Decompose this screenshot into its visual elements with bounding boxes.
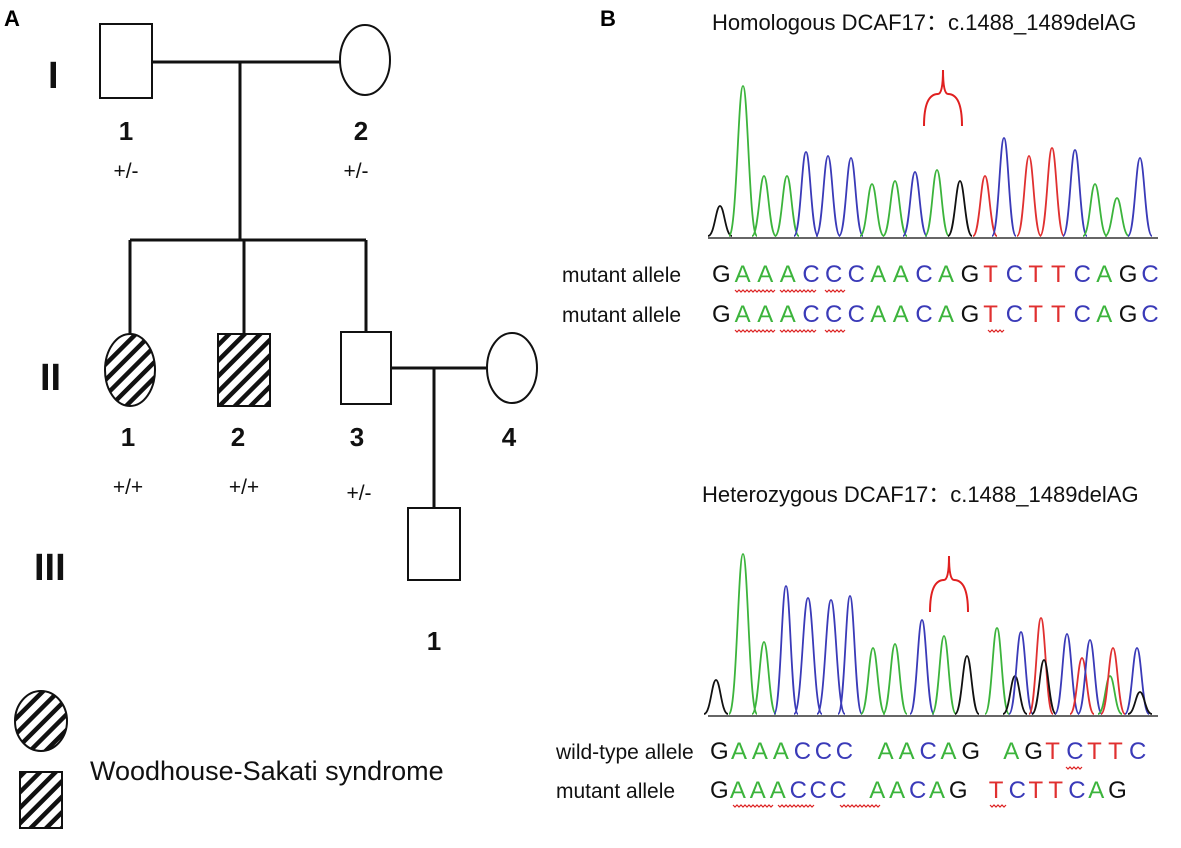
individual-II-1-number: 1 (121, 422, 135, 452)
generation-label-3: III (34, 547, 66, 589)
legend-affected-female-symbol (14, 690, 68, 752)
individual-II-2-genotype: +/+ (229, 476, 259, 499)
panel-a-letter: A (4, 6, 20, 31)
homozygous-allele-label-2: mutant allele (562, 304, 681, 327)
heterozygous-deletion-bracket (929, 555, 969, 613)
spellcheck-underlines (732, 289, 1083, 808)
homozygous-deletion-bracket (923, 69, 963, 127)
heterozygous-allele-label-1: wild-type allele (555, 741, 694, 764)
individual-I-2-genotype: +/- (343, 160, 368, 183)
homozygous-chromatogram (707, 85, 1153, 237)
homozygous-title: Homologous DCAF17：c.1488_1489delAG (712, 10, 1136, 35)
individual-I-1-number: 1 (119, 116, 133, 146)
generation-label-1: I (48, 55, 59, 97)
generation-label-2: II (40, 357, 61, 399)
individual-II-4-number: 4 (502, 422, 517, 452)
individual-II-3-number: 3 (350, 422, 364, 452)
pedigree-lines (128, 60, 486, 508)
legend-affected-male-symbol (19, 771, 63, 829)
individual-I-2-female (339, 24, 391, 96)
heterozygous-allele-label-2: mutant allele (556, 780, 675, 803)
individual-II-1-genotype: +/+ (113, 476, 143, 499)
panel-b-letter: B (600, 6, 616, 31)
heterozygous-chromatogram (703, 553, 1153, 715)
individual-II-3-genotype: +/- (346, 482, 371, 505)
homozygous-allele-label-1: mutant allele (562, 264, 681, 287)
sequencing-panel: B Homologous DCAF17：c.1488_1489delAG Het… (555, 6, 1159, 808)
individual-II-1-affected-female (104, 333, 156, 407)
individual-III-1-male (407, 507, 461, 581)
pedigree-panel: A I II III 1 +/- 2 +/- 1 +/+ 2 +/+ 3 (4, 6, 538, 829)
individual-II-4-female (486, 332, 538, 404)
individual-II-2-affected-male (217, 333, 271, 407)
individual-I-2-number: 2 (354, 116, 368, 146)
individual-II-2-number: 2 (231, 422, 245, 452)
heterozygous-title: Heterozygous DCAF17：c.1488_1489delAG (702, 482, 1139, 507)
legend-label: Woodhouse-Sakati syndrome (90, 756, 444, 786)
individual-I-1-male (99, 23, 153, 99)
individual-III-1-number: 1 (427, 626, 441, 656)
individual-II-3-male (340, 331, 392, 405)
individual-I-1-genotype: +/- (113, 160, 138, 183)
